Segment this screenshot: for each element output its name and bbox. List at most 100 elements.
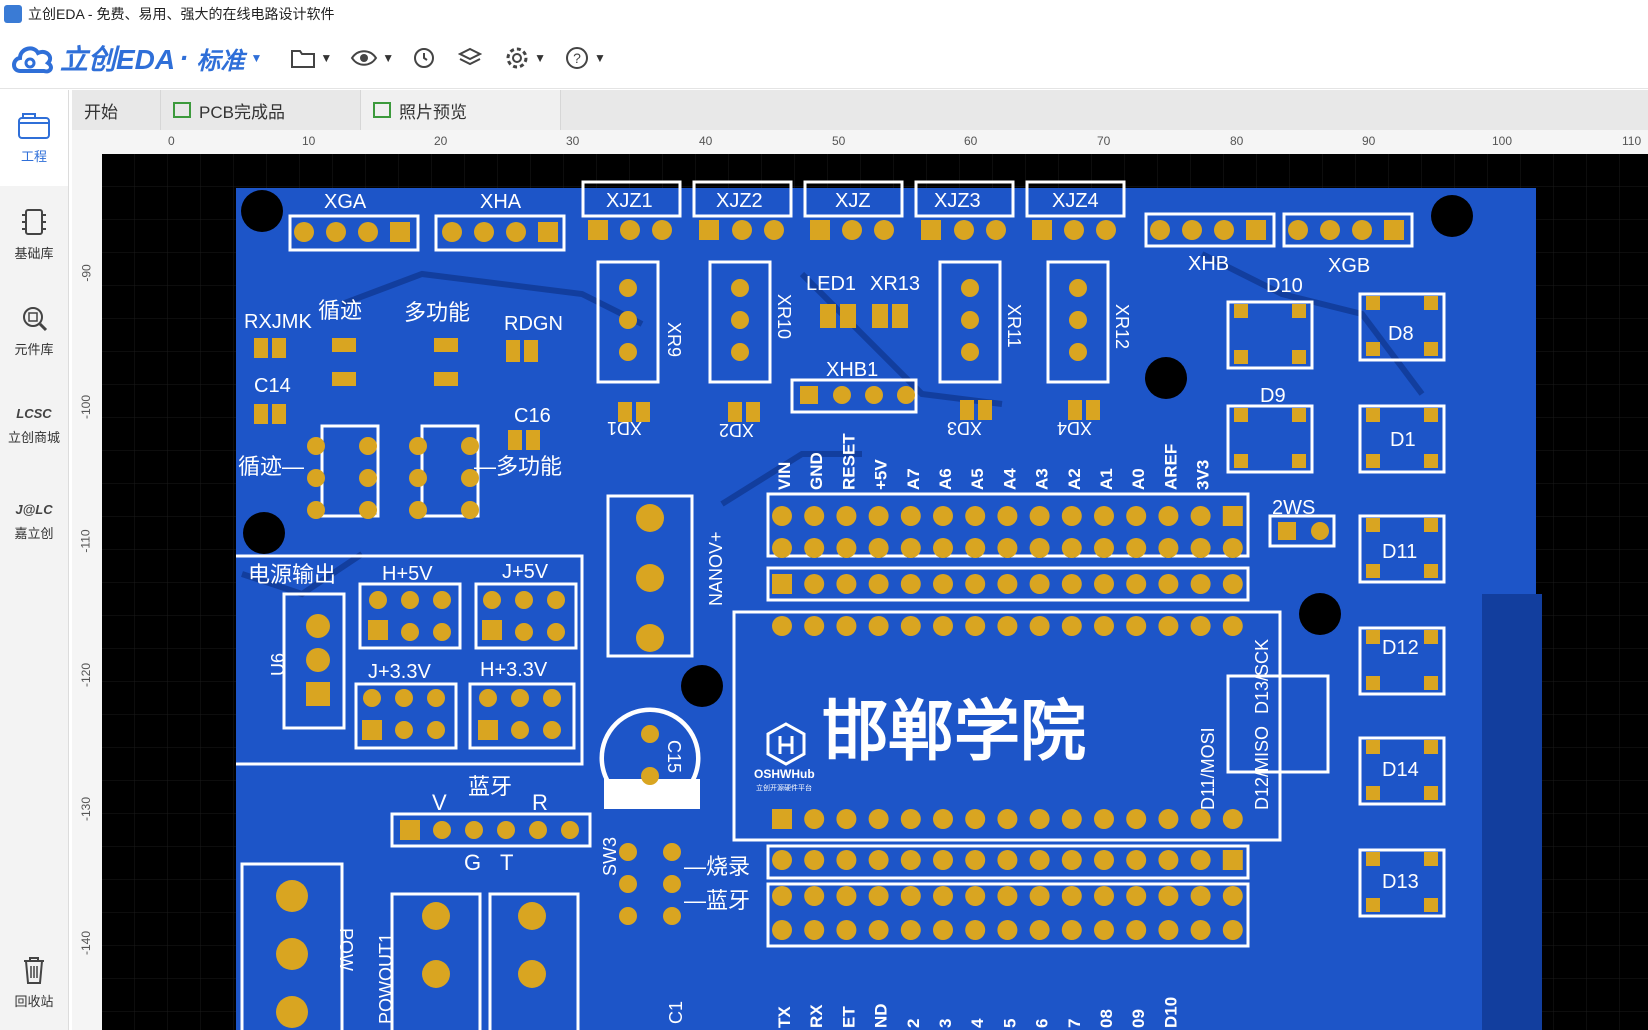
svg-text:?: ?: [573, 50, 581, 66]
chevron-down-icon: ▼: [534, 51, 547, 65]
pin-pad: [1029, 506, 1050, 526]
file-menu-button[interactable]: ▼: [290, 47, 332, 69]
chevron-down-icon: ▼: [594, 51, 606, 65]
pin-label: TX: [775, 1006, 794, 1028]
pin-pad: [900, 850, 921, 870]
jlc-logo-icon: J@LC: [15, 502, 53, 517]
pcb-document-icon: [173, 102, 191, 118]
pin-pad: [836, 574, 857, 594]
window-title: 立创EDA - 免费、易用、强大的在线电路设计软件: [28, 6, 335, 22]
silk-label: XD3: [947, 418, 982, 438]
pin-pad: [1158, 506, 1179, 526]
brand-menu[interactable]: 立创EDA · 标准 ▼: [10, 38, 262, 78]
pin-pad: [836, 920, 857, 940]
sidebar-item-lcsc-mall[interactable]: LCSC 立创商城: [0, 378, 68, 474]
sidebar-item-project[interactable]: 工程: [0, 90, 68, 186]
layers-button[interactable]: [458, 46, 486, 70]
pin-pad: [965, 538, 986, 558]
tab-label: 开始: [84, 102, 118, 122]
settings-menu-button[interactable]: ▼: [504, 45, 546, 71]
ruler-tick: 0: [168, 134, 175, 148]
silk-label: POWOUT1: [376, 933, 396, 1024]
cloud-logo-icon: [12, 46, 53, 74]
pin-pad: [868, 574, 889, 594]
pin-label: 4: [968, 1018, 987, 1028]
silk-label: 蓝牙: [468, 774, 512, 799]
pcb-canvas[interactable]: XGA XHA XJZ1 XJZ2 XJZ XJZ3 XJZ4 XHB XGB …: [102, 154, 1648, 1030]
help-icon: ?: [566, 47, 589, 69]
silk-label: D13/SCK: [1252, 639, 1272, 714]
silk-label: R: [532, 790, 548, 815]
ruler-left: -90 -100 -110 -120 -130 -140: [72, 154, 103, 1030]
pin-pad: [1094, 850, 1114, 870]
silk-label: 电源输出: [248, 562, 336, 587]
pin-pad: [1190, 886, 1211, 906]
pin-label: AREF: [1161, 444, 1180, 490]
pin-pad: [1126, 809, 1147, 829]
pin-label: 09: [1129, 1009, 1148, 1028]
sidebar-item-component-library[interactable]: 元件库: [0, 282, 68, 378]
silk-label: D11/MOSI: [1198, 727, 1218, 810]
header-pin-rows: [772, 506, 1243, 940]
pin-label: ET: [839, 1006, 858, 1028]
pin-pad: [836, 506, 857, 526]
silk-label: XJZ: [835, 190, 871, 212]
silk-label: 多功能: [404, 300, 470, 325]
silk-label: D8: [1388, 323, 1414, 345]
view-menu-button[interactable]: ▼: [350, 48, 394, 68]
history-button[interactable]: [412, 46, 440, 70]
brand-name: 立创EDA: [60, 44, 176, 75]
silk-label: —烧录: [684, 854, 750, 879]
pin-pad: [900, 538, 921, 558]
pin-pad: [772, 920, 792, 940]
pin-pad: [1029, 850, 1050, 870]
brand-separator: ·: [179, 42, 189, 73]
project-icon: [18, 112, 50, 139]
pin-pad: [965, 886, 986, 906]
sidebar-item-basic-library[interactable]: 基础库: [0, 186, 68, 282]
silk-label: 循迹—: [238, 454, 304, 479]
pin-pad: [804, 616, 825, 636]
sidebar-item-label: 工程: [20, 148, 47, 164]
pin-pad: [900, 809, 921, 829]
pin-pad: [1126, 616, 1147, 636]
ruler-tick: -130: [79, 796, 94, 822]
pin-pad: [1029, 809, 1050, 829]
silk-label: C16: [514, 405, 551, 427]
silk-label: XD4: [1057, 418, 1092, 438]
silk-label: D14: [1382, 759, 1419, 781]
pin-pad: [933, 850, 953, 870]
pin-label: A5: [968, 468, 987, 490]
ruler-tick: 80: [1230, 134, 1244, 148]
board-title: 邯郸学院: [822, 694, 1086, 768]
pin-pad: [933, 616, 953, 636]
ruler-tick: 100: [1492, 134, 1513, 148]
pin-pad: [804, 886, 825, 906]
left-sidebar: 工程 基础库 元件库 LCSC 立创商城 J@LC 嘉立创 回收站: [0, 90, 69, 1030]
pin-label: +5V: [872, 459, 891, 490]
ruler-tick: -90: [79, 264, 94, 282]
brand-edition: 标准: [196, 47, 245, 75]
pin-pad: [804, 809, 825, 829]
tab-start[interactable]: 开始: [72, 90, 161, 130]
tab-pcb-finished[interactable]: PCB完成品: [161, 90, 361, 130]
pin-label: A6: [936, 468, 955, 490]
pcb-board-svg: XGA XHA XJZ1 XJZ2 XJZ XJZ3 XJZ4 XHB XGB …: [102, 154, 1648, 1030]
pin-pad: [1094, 886, 1114, 906]
pin-pad: [965, 616, 986, 636]
sidebar-item-trash[interactable]: 回收站: [0, 934, 68, 1030]
pin-pad: [997, 850, 1018, 870]
pin-pad: [1222, 506, 1243, 526]
pin-pad: [836, 538, 857, 558]
help-menu-button[interactable]: ? ▼: [564, 45, 606, 71]
pin-pad: [1029, 920, 1050, 940]
pin-pad: [1158, 616, 1179, 636]
pin-pad: [1126, 506, 1147, 526]
silk-label: D9: [1260, 385, 1286, 407]
tab-photo-preview[interactable]: 照片预览: [361, 90, 561, 130]
sidebar-item-jlc[interactable]: J@LC 嘉立创: [0, 474, 68, 570]
pin-pad: [933, 809, 953, 829]
pin-pad: [1061, 809, 1082, 829]
